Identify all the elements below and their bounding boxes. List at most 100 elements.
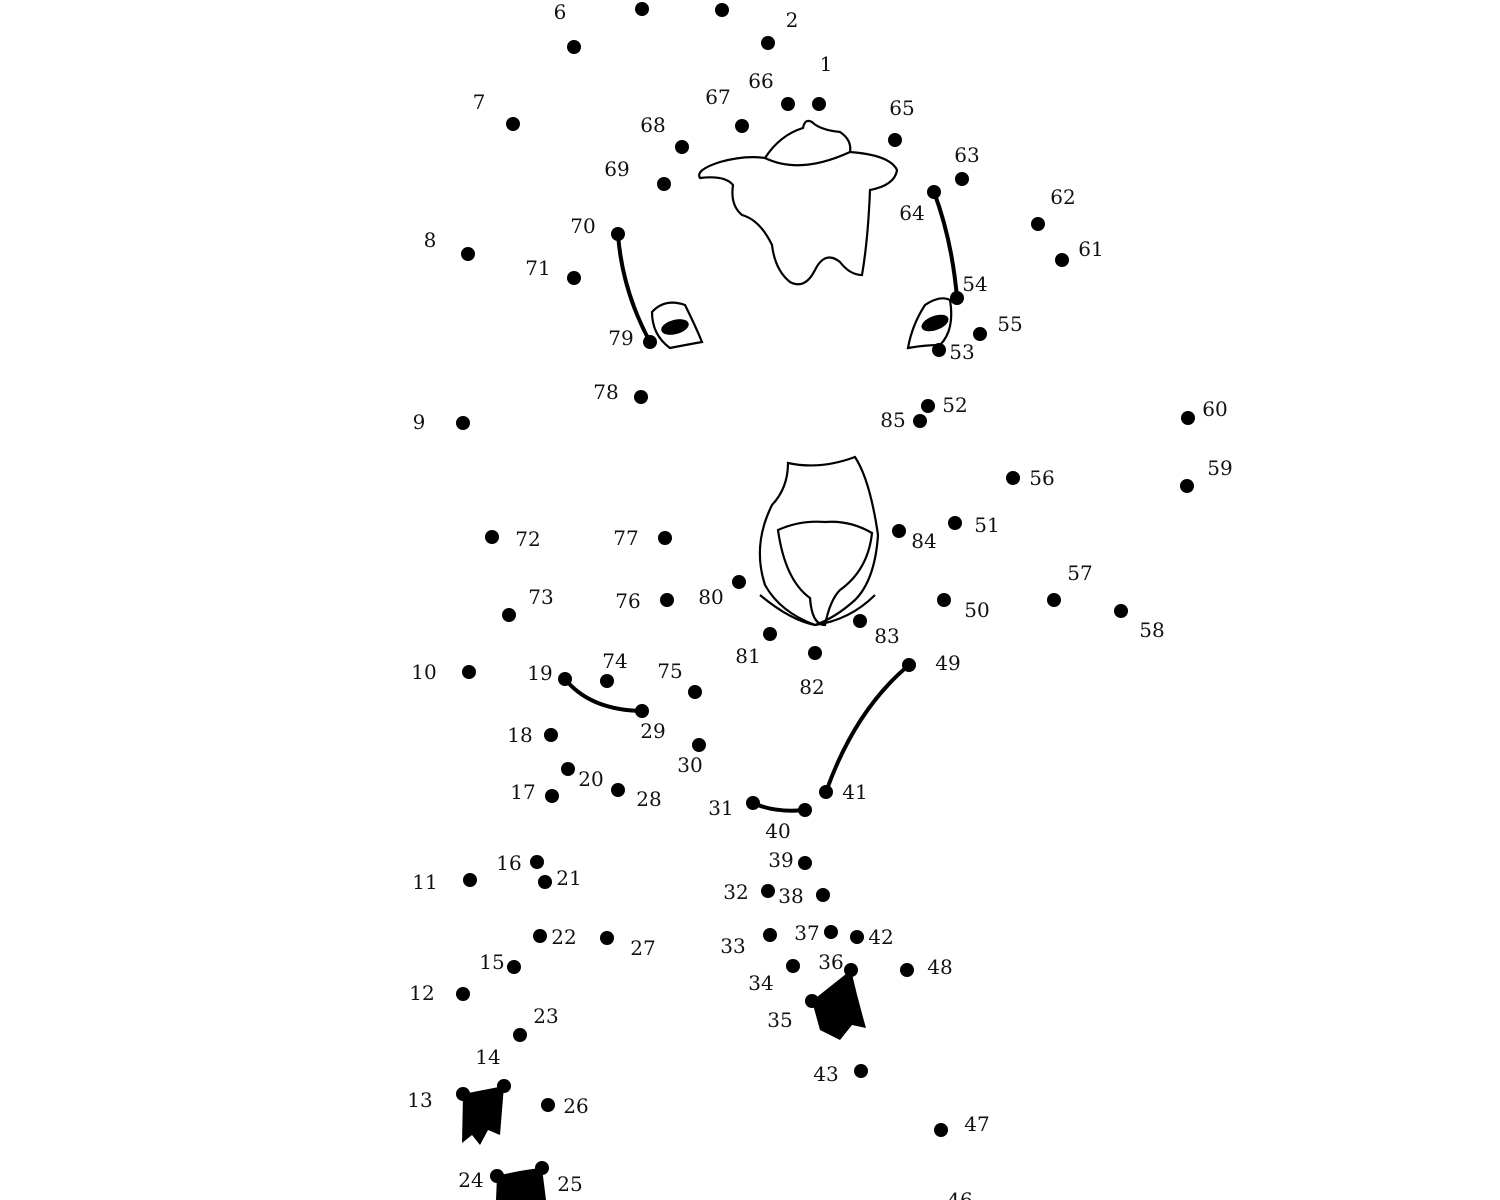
dot-number-label: 34 [748, 971, 773, 995]
dot-number-label: 80 [698, 585, 723, 609]
dot-number-label: 28 [636, 787, 661, 811]
dot-57 [1047, 593, 1061, 607]
dot-39 [798, 856, 812, 870]
dot-20 [561, 762, 575, 776]
dot-6 [567, 40, 581, 54]
dot-number-label: 22 [551, 925, 576, 949]
dot-13 [456, 1087, 470, 1101]
dot-61 [1055, 253, 1069, 267]
dot-number-label: 17 [510, 780, 535, 804]
left-eye-shape [650, 301, 704, 350]
outline-shapes [650, 119, 953, 627]
dot-64 [927, 185, 941, 199]
dot-83 [853, 614, 867, 628]
dot-78 [634, 390, 648, 404]
dot-85 [913, 414, 927, 428]
chin-line [759, 594, 876, 627]
dot-number-label: 14 [475, 1045, 500, 1069]
dot-77 [658, 531, 672, 545]
dot-75 [688, 685, 702, 699]
dot-number-label: 72 [515, 527, 540, 551]
dot-number-label: 77 [613, 526, 638, 550]
dot-number-label: 73 [528, 585, 553, 609]
dot-43 [854, 1064, 868, 1078]
dot-54 [950, 291, 964, 305]
dot-59 [1180, 479, 1194, 493]
dot-69 [657, 177, 671, 191]
dot-58 [1114, 604, 1128, 618]
dot-number-label: 70 [570, 214, 595, 238]
dot-number-label: 37 [794, 921, 819, 945]
dot-number-label: 59 [1207, 456, 1232, 480]
dot-80 [732, 575, 746, 589]
dot-56 [1006, 471, 1020, 485]
dot-1 [812, 97, 826, 111]
dot-number-label: 20 [578, 767, 603, 791]
dot-number-label: 83 [874, 624, 899, 648]
dot-number-label: 56 [1029, 466, 1054, 490]
dot-35 [805, 994, 819, 1008]
dot-number-label: 79 [608, 326, 633, 350]
dot-number-label: 49 [935, 651, 960, 675]
dot-15 [507, 960, 521, 974]
dot-82 [808, 646, 822, 660]
dot-21 [538, 875, 552, 889]
dot-number-label: 31 [708, 796, 733, 820]
dot-number-label: 33 [720, 934, 745, 958]
dot-24 [490, 1169, 504, 1183]
dot-number-label: 32 [723, 880, 748, 904]
dot-number-label: 78 [593, 380, 618, 404]
dot-48 [900, 963, 914, 977]
dot-number-label: 84 [911, 529, 936, 553]
dot-19 [558, 672, 572, 686]
dot-42 [850, 930, 864, 944]
dot-10 [462, 665, 476, 679]
dot-26 [541, 1098, 555, 1112]
right-foot [812, 970, 866, 1040]
dot [715, 3, 729, 17]
dot-number-label: 38 [778, 884, 803, 908]
dot-number-label: 1 [820, 52, 833, 76]
arm-line [563, 677, 644, 713]
dot-2 [761, 36, 775, 50]
dot-49 [902, 658, 916, 672]
dot-9 [456, 416, 470, 430]
dot-number-label: 25 [557, 1172, 582, 1196]
dot-number-label: 71 [525, 256, 550, 280]
dot-number-label: 2 [786, 8, 799, 32]
dot-number-label: 66 [748, 69, 773, 93]
dot-number-label: 47 [964, 1112, 989, 1136]
dot-number-label: 48 [927, 955, 952, 979]
dot-number-label: 24 [458, 1168, 483, 1192]
dot-number-label: 42 [868, 925, 893, 949]
dot-22 [533, 929, 547, 943]
dot-number-label: 62 [1050, 185, 1075, 209]
dot-65 [888, 133, 902, 147]
dot-74 [600, 674, 614, 688]
dot-number-label: 75 [657, 659, 682, 683]
dot-16 [530, 855, 544, 869]
dot-number-label: 68 [640, 113, 665, 137]
feet-shapes [462, 970, 866, 1200]
dot-number-label: 18 [507, 723, 532, 747]
dot-number-label: 50 [964, 598, 989, 622]
dot-number-label: 60 [1202, 397, 1227, 421]
mouth-outer-shape [758, 455, 880, 627]
dot-52 [921, 399, 935, 413]
dot-number-label: 52 [942, 393, 967, 417]
dot-28 [611, 783, 625, 797]
dot-number-label: 74 [602, 649, 627, 673]
dot-number-label: 53 [949, 340, 974, 364]
dot-number-label: 57 [1067, 561, 1092, 585]
dot-number-label: 10 [411, 660, 436, 684]
dot-38 [816, 888, 830, 902]
dot-number-label: 46 [947, 1188, 972, 1200]
dot-25 [535, 1161, 549, 1175]
dot-29 [635, 704, 649, 718]
dot-30 [692, 738, 706, 752]
dot-number-label: 64 [899, 201, 924, 225]
dot-number-label: 82 [799, 675, 824, 699]
dot-number-label: 51 [974, 513, 999, 537]
dot-41 [819, 785, 833, 799]
dot-17 [545, 789, 559, 803]
